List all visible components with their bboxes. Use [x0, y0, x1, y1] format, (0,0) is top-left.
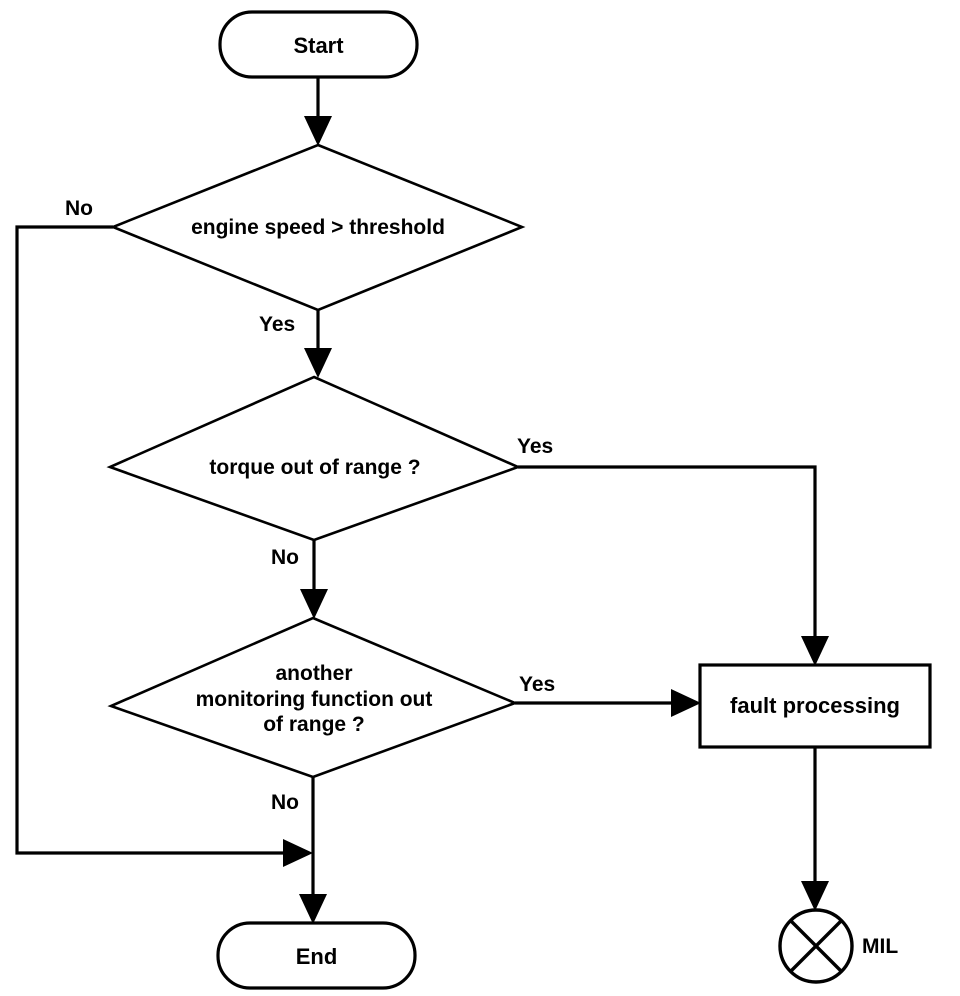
mil-cross-stroke-2 [789, 919, 843, 973]
edge-label-engine-speed-yes: Yes [259, 313, 296, 336]
decision-monitoring-shape[interactable] [107, 616, 519, 779]
edge-label-monitoring-yes: Yes [519, 673, 556, 696]
arrowhead-fault-processing-to-mil [801, 881, 829, 911]
arrowhead-monitoring-no-to-end [299, 894, 327, 924]
edge-engine-speed-no-loop [15, 225, 298, 855]
edge-label-engine-speed-no: No [65, 197, 93, 220]
arrowhead-start-to-engine-speed [304, 116, 332, 146]
arrowhead-monitoring-yes [671, 689, 701, 717]
edge-label-torque-yes: Yes [517, 435, 554, 458]
decision-torque-shape[interactable] [106, 375, 522, 542]
fault-processing-shape[interactable] [698, 663, 932, 749]
arrowhead-engine-speed-no-loop [283, 839, 313, 867]
end-terminator-shape[interactable] [216, 921, 417, 990]
edge-label-torque-no: No [271, 546, 299, 569]
edge-label-monitoring-no: No [271, 791, 299, 814]
edge-torque-yes-to-fault-processing [518, 465, 817, 653]
decision-engine-speed-shape[interactable] [109, 143, 526, 312]
arrowhead-engine-speed-yes [304, 348, 332, 378]
arrowhead-torque-no [300, 589, 328, 619]
arrowhead-torque-yes [801, 636, 829, 666]
start-terminator-shape[interactable] [218, 10, 419, 79]
